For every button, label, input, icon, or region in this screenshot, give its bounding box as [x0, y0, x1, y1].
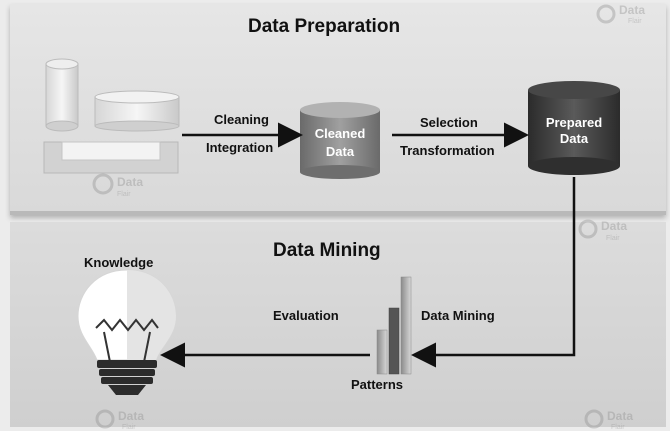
arrow-prepared-to-patterns [411, 177, 576, 368]
svg-text:Data: Data [601, 219, 627, 233]
watermark-logo: Data Flair [95, 409, 144, 431]
svg-text:Flair: Flair [606, 235, 620, 242]
raw-data-sources [43, 58, 180, 174]
watermark-logo: Data Flair [578, 219, 627, 242]
watermark-logo: Data Flair [92, 173, 143, 198]
svg-text:Data: Data [619, 3, 645, 17]
selection-label: Selection [420, 115, 478, 130]
prepared-data-label-line1: Prepared [546, 115, 602, 130]
prepared-data-cylinder: Prepared Data [528, 81, 620, 175]
evaluation-label: Evaluation [273, 308, 339, 323]
prepared-data-label-line2: Data [560, 131, 589, 146]
cleaned-data-cylinder: Cleaned Data [300, 102, 380, 179]
svg-text:Data: Data [117, 175, 143, 189]
tall-cylinder-icon [45, 58, 79, 132]
patterns-bar-chart-icon [376, 276, 412, 375]
svg-text:Flair: Flair [611, 424, 625, 431]
patterns-label: Patterns [351, 377, 404, 392]
integration-label: Integration [206, 140, 274, 155]
tray-icon [43, 141, 179, 174]
svg-text:Data: Data [118, 409, 144, 423]
cleaned-data-label-line1: Cleaned [315, 126, 366, 141]
data-mining-title: Data Mining [273, 240, 381, 261]
knowledge-label: Knowledge [84, 255, 154, 270]
svg-text:Flair: Flair [117, 191, 131, 198]
watermark-logo: Data Flair [596, 3, 645, 25]
svg-text:Flair: Flair [122, 424, 136, 431]
data-mining-edge-label: Data Mining [421, 308, 495, 323]
cleaning-label: Cleaning [214, 112, 269, 127]
watermark-logo: Data Flair [584, 409, 633, 431]
transformation-label: Transformation [400, 143, 495, 158]
lightbulb-icon [77, 269, 177, 395]
svg-text:Data: Data [607, 409, 633, 423]
svg-text:Flair: Flair [628, 18, 642, 25]
data-preparation-title: Data Preparation [248, 16, 401, 37]
cleaned-data-label-line2: Data [326, 144, 355, 159]
wide-cylinder-icon [94, 90, 180, 132]
